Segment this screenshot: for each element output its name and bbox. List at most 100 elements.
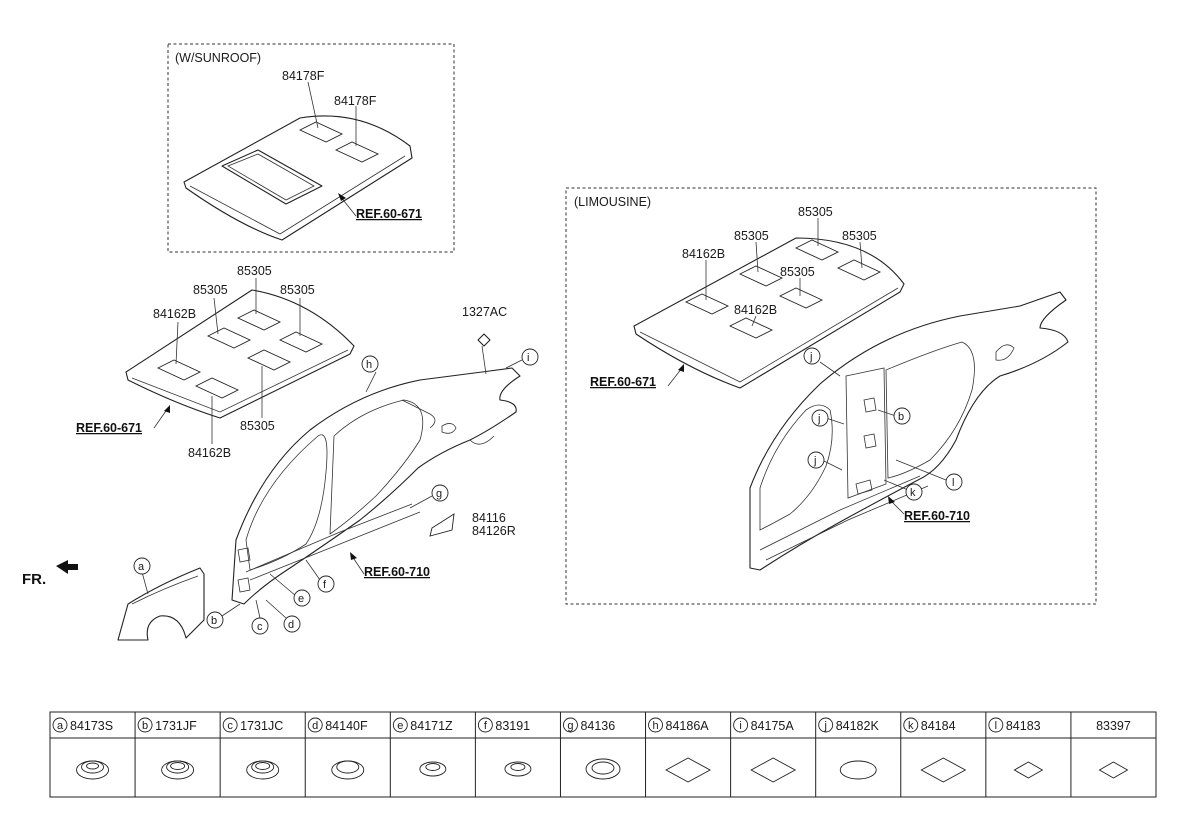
legend-part-number: 1731JF [155, 719, 197, 733]
sunroof-ref-link[interactable]: REF.60-671 [356, 207, 422, 221]
main-roof-ref-link[interactable]: REF.60-671 [76, 421, 142, 435]
main-roof-label-85305-top: 85305 [237, 264, 272, 278]
main-callouts: h i g f e d c b a [133, 348, 539, 635]
main-roof-label-85305-left: 85305 [193, 283, 228, 297]
limo-callout-j-3[interactable] [807, 451, 825, 469]
callout-g[interactable] [431, 484, 449, 502]
patch-84116 [429, 513, 455, 537]
plug-icon [419, 761, 447, 777]
callout-e[interactable] [293, 589, 311, 607]
legend-letter-circle [137, 717, 153, 733]
main-roof-pad-3 [206, 327, 252, 349]
main-roof-label-85305-right: 85305 [280, 283, 315, 297]
legend-letter-circle [477, 717, 493, 733]
legend-letter: f [484, 720, 488, 732]
svg-text:e: e [298, 593, 304, 605]
main-side-ref-link[interactable]: REF.60-710 [364, 565, 430, 579]
main-roof-assembly: 85305 85305 85305 84162B 85305 84162B RE… [76, 264, 355, 460]
legend-part-number: 84183 [1006, 719, 1041, 733]
legend-letter: k [908, 720, 914, 732]
fender-outline [117, 567, 205, 641]
legend-part-number: 1731JC [240, 719, 283, 733]
legend-letter: e [397, 720, 403, 732]
limousine-caption: (LIMOUSINE) [574, 195, 651, 209]
svg-text:d: d [288, 619, 294, 631]
limo-label-85305-4: 85305 [780, 265, 815, 279]
svg-text:i: i [527, 352, 529, 364]
legend-letter-circle [988, 717, 1004, 733]
legend-part-number: 84173S [70, 719, 113, 733]
limousine-front-door-opening [759, 404, 833, 531]
side-front-door-opening [245, 434, 328, 571]
main-side-panel: 1327AC 84116 84126R REF.60-710 [231, 305, 521, 605]
limo-label-85305-2: 85305 [734, 229, 769, 243]
pad-diamond-icon [1098, 761, 1129, 779]
limousine-side-ref-link[interactable]: REF.60-710 [904, 509, 970, 523]
sunroof-pad-a [298, 121, 344, 143]
limo-callout-j-2[interactable] [811, 409, 829, 427]
patch-part-label-b: 84126R [472, 524, 516, 538]
legend-letter: g [567, 720, 573, 732]
legend-letter: d [312, 720, 318, 732]
front-direction-indicator: FR. [22, 560, 78, 588]
parts-table-cell[interactable]: a 84173S [52, 717, 113, 780]
limousine-roof-ref-link[interactable]: REF.60-671 [590, 375, 656, 389]
parts-table-cell[interactable]: e 84171Z [392, 717, 453, 777]
main-roof-pad-1 [236, 309, 282, 331]
limo-callout-j-1[interactable] [803, 347, 821, 365]
front-arrow-icon [56, 560, 78, 574]
limo-callout-k[interactable] [905, 483, 923, 501]
svg-text:j: j [813, 455, 816, 467]
front-fender [117, 567, 205, 641]
callout-a[interactable] [133, 557, 151, 575]
sunroof-variant-box: (W/SUNROOF) 84178F 84178F REF.60-671 [167, 43, 455, 253]
limo-callout-l[interactable] [945, 473, 963, 491]
svg-text:j: j [817, 413, 820, 425]
limo-label-85305-3: 85305 [842, 229, 877, 243]
callout-d[interactable] [283, 615, 301, 633]
legend-part-number: 84140F [325, 719, 368, 733]
callout-h[interactable] [361, 355, 379, 373]
limo-callout-b[interactable] [893, 407, 911, 425]
limousine-box-border [565, 187, 1097, 605]
legend-letter-circle [222, 717, 238, 733]
callout-i[interactable] [521, 348, 539, 366]
legend-letter-circle [392, 717, 408, 733]
callout-f[interactable] [317, 575, 335, 593]
limousine-b-pillar [845, 367, 887, 499]
sunroof-box-border [167, 43, 455, 253]
main-roof-panel [125, 289, 355, 419]
fuel-door [441, 423, 457, 434]
legend-letter-circle [733, 717, 749, 733]
pad-oval-icon [839, 760, 877, 780]
pad-diamond-icon [920, 757, 967, 783]
callout-b[interactable] [206, 611, 224, 629]
pad-diamond-icon [750, 757, 797, 783]
side-rear-door-opening [329, 399, 424, 535]
legend-part-number: 84171Z [410, 719, 453, 733]
legend-letter: a [57, 720, 64, 732]
legend-part-number: 84175A [751, 719, 795, 733]
patch-part-label-a: 84116 [472, 511, 506, 525]
svg-text:b: b [898, 411, 904, 423]
legend-letter-circle [648, 717, 663, 733]
plug-icon [76, 760, 109, 780]
sunroof-opening [221, 149, 323, 205]
parts-table-cell[interactable]: 83397 [1096, 719, 1131, 779]
legend-letter-circle [307, 717, 323, 733]
parts-table-cell[interactable]: d 84140F [307, 717, 368, 780]
callout-c[interactable] [251, 617, 269, 635]
legend-letter-circle [818, 717, 834, 733]
svg-text:b: b [211, 615, 217, 627]
